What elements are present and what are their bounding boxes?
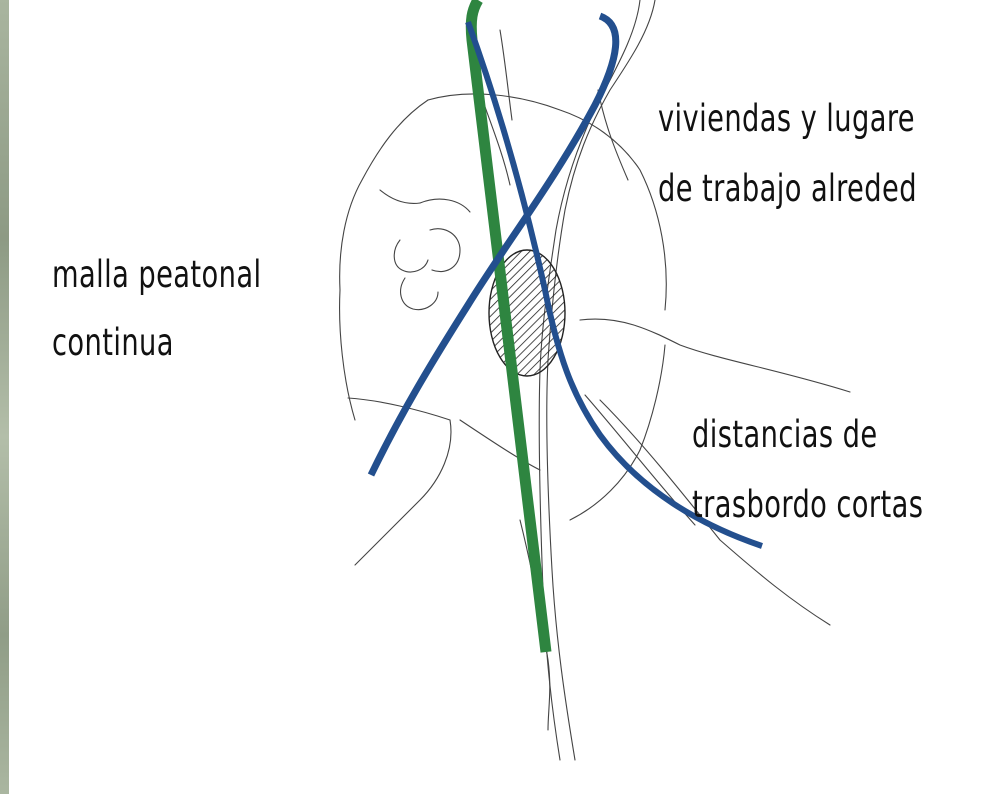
label-distancias-line2: trasbordo cortas	[692, 483, 924, 526]
blue-transit-line-b	[465, 20, 763, 549]
label-distancias-line1: distancias de	[692, 413, 878, 456]
label-malla-line1: malla peatonal	[52, 253, 262, 296]
label-viviendas-line1: viviendas y lugare	[658, 97, 916, 140]
blue-transit-line-a	[367, 12, 620, 477]
left-edge-strip	[0, 0, 9, 794]
label-malla-line2: continua	[52, 321, 174, 364]
label-viviendas-line2: de trabajo alreded	[658, 167, 917, 210]
